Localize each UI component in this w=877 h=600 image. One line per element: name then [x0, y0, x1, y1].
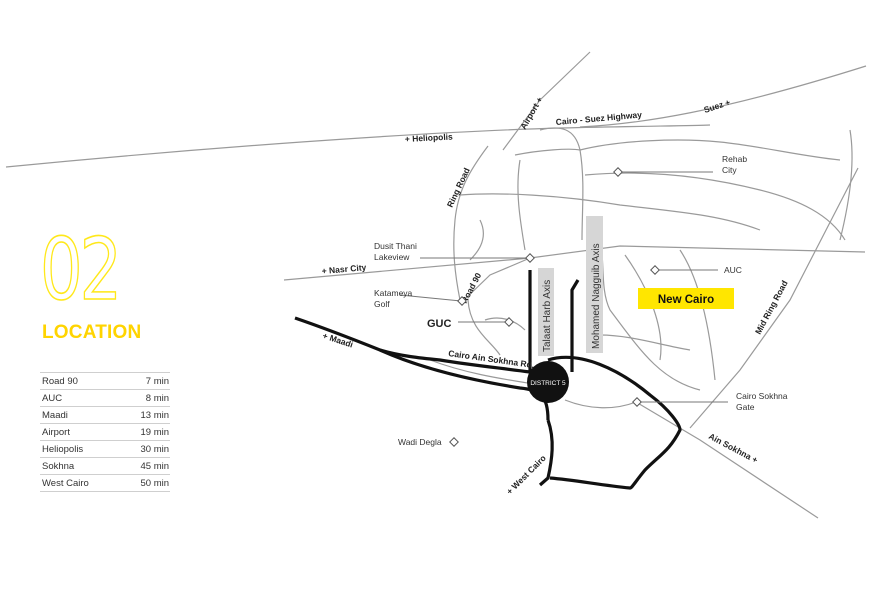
road-ring	[453, 145, 489, 301]
axis-labels: Talaat Harb Axis Mohamed Nagguib Axis	[538, 216, 603, 356]
road-mohamed-naguib	[570, 279, 580, 372]
talaat-harb-label: Talaat Harb Axis	[542, 280, 553, 352]
road-network-2	[579, 139, 841, 161]
katameya-leader	[399, 294, 462, 302]
main-roads	[294, 270, 682, 490]
road-road90	[461, 257, 531, 303]
district-5-dot[interactable]	[527, 361, 569, 403]
airport-label: Airport +	[518, 95, 545, 131]
distance-place: AUC	[40, 389, 119, 407]
wadi-degla-marker[interactable]	[449, 437, 459, 447]
ain-sokhna-label: Ain Sokhna +	[707, 431, 759, 465]
road-network-4	[514, 148, 581, 156]
road-ain-sokhna	[635, 401, 819, 519]
gate-label-2: Gate	[736, 402, 755, 412]
katameya-marker[interactable]	[457, 296, 467, 306]
road-network-12	[467, 299, 501, 356]
district-5-label: DISTRICT 5	[530, 380, 566, 387]
road-network-5	[517, 159, 526, 251]
distance-time: 30 min	[118, 440, 170, 458]
distance-time: 19 min	[118, 423, 170, 441]
mohamed-naguib-box	[586, 216, 603, 353]
road-network-13	[484, 317, 526, 331]
distance-time: 7 min	[118, 372, 170, 390]
west-cairo-label: + West Cairo	[504, 453, 548, 497]
road-network-1	[539, 127, 584, 241]
distance-time: 8 min	[118, 389, 170, 407]
distance-place: Maadi	[40, 406, 119, 424]
road-airport	[502, 51, 591, 151]
road-sokhna-loop	[547, 355, 682, 490]
road-network-3	[839, 129, 853, 241]
nasr-city-label: + Nasr City	[321, 262, 367, 276]
rehab-label-1: Rehab	[722, 154, 747, 164]
wadi-degla-label: Wadi Degla	[398, 437, 442, 447]
road-network-9	[599, 239, 701, 391]
cairo-suez-label: Cairo - Suez Highway	[555, 109, 642, 127]
road-network-8	[469, 219, 484, 261]
mohamed-naguib-label: Mohamed Nagguib Axis	[591, 243, 602, 349]
section-number: 02	[39, 220, 122, 320]
heliopolis-label: + Heliopolis	[405, 131, 454, 144]
distance-place: Airport	[40, 423, 119, 441]
dusit-marker[interactable]	[525, 253, 535, 263]
road-heliopolis	[5, 124, 711, 168]
district-5-marker[interactable]: DISTRICT 5	[527, 361, 569, 403]
gate-label-1: Cairo Sokhna	[736, 391, 788, 401]
distance-place: Sokhna	[40, 457, 119, 475]
new-cairo-highlight	[638, 288, 734, 309]
katameya-label-1: Katameya	[374, 288, 413, 298]
new-cairo-label: New Cairo	[658, 294, 714, 306]
road-network-16	[599, 334, 691, 351]
gate-marker[interactable]	[632, 397, 642, 407]
road-network-15	[564, 399, 637, 409]
dusit-label-1: Dusit Thani	[374, 241, 417, 251]
distance-place: Heliopolis	[40, 440, 119, 458]
suez-label: Suez +	[703, 97, 732, 115]
road-nasr-city	[283, 245, 866, 281]
road-west-cairo	[538, 419, 554, 487]
road-network-6	[584, 172, 846, 241]
auc-marker[interactable]	[650, 265, 660, 275]
guc-marker[interactable]	[504, 317, 514, 327]
dusit-label-2: Lakeview	[374, 252, 410, 262]
road-cairo-suez	[579, 65, 867, 128]
rehab-label-2: City	[722, 165, 737, 175]
distance-time: 45 min	[118, 457, 170, 475]
distance-place: West Cairo	[40, 474, 119, 492]
guc-label: GUC	[427, 318, 452, 330]
road-network-11	[624, 254, 662, 361]
points-of-interest: Rehab City Dusit Thani Lakeview AUC Kata…	[374, 154, 788, 447]
distance-time: 13 min	[118, 406, 170, 424]
katameya-label-2: Golf	[374, 299, 390, 309]
distance-time: 50 min	[118, 474, 170, 492]
rehab-marker[interactable]	[613, 167, 623, 177]
auc-label: AUC	[724, 265, 742, 275]
section-heading: 02	[39, 220, 180, 320]
road-network-7	[459, 193, 761, 231]
talaat-harb-box	[538, 268, 554, 356]
road-sokhna-upper	[379, 348, 531, 374]
road-mid-ring	[689, 167, 859, 429]
distance-place: Road 90	[40, 372, 119, 390]
section-title: LOCATION	[42, 322, 142, 343]
